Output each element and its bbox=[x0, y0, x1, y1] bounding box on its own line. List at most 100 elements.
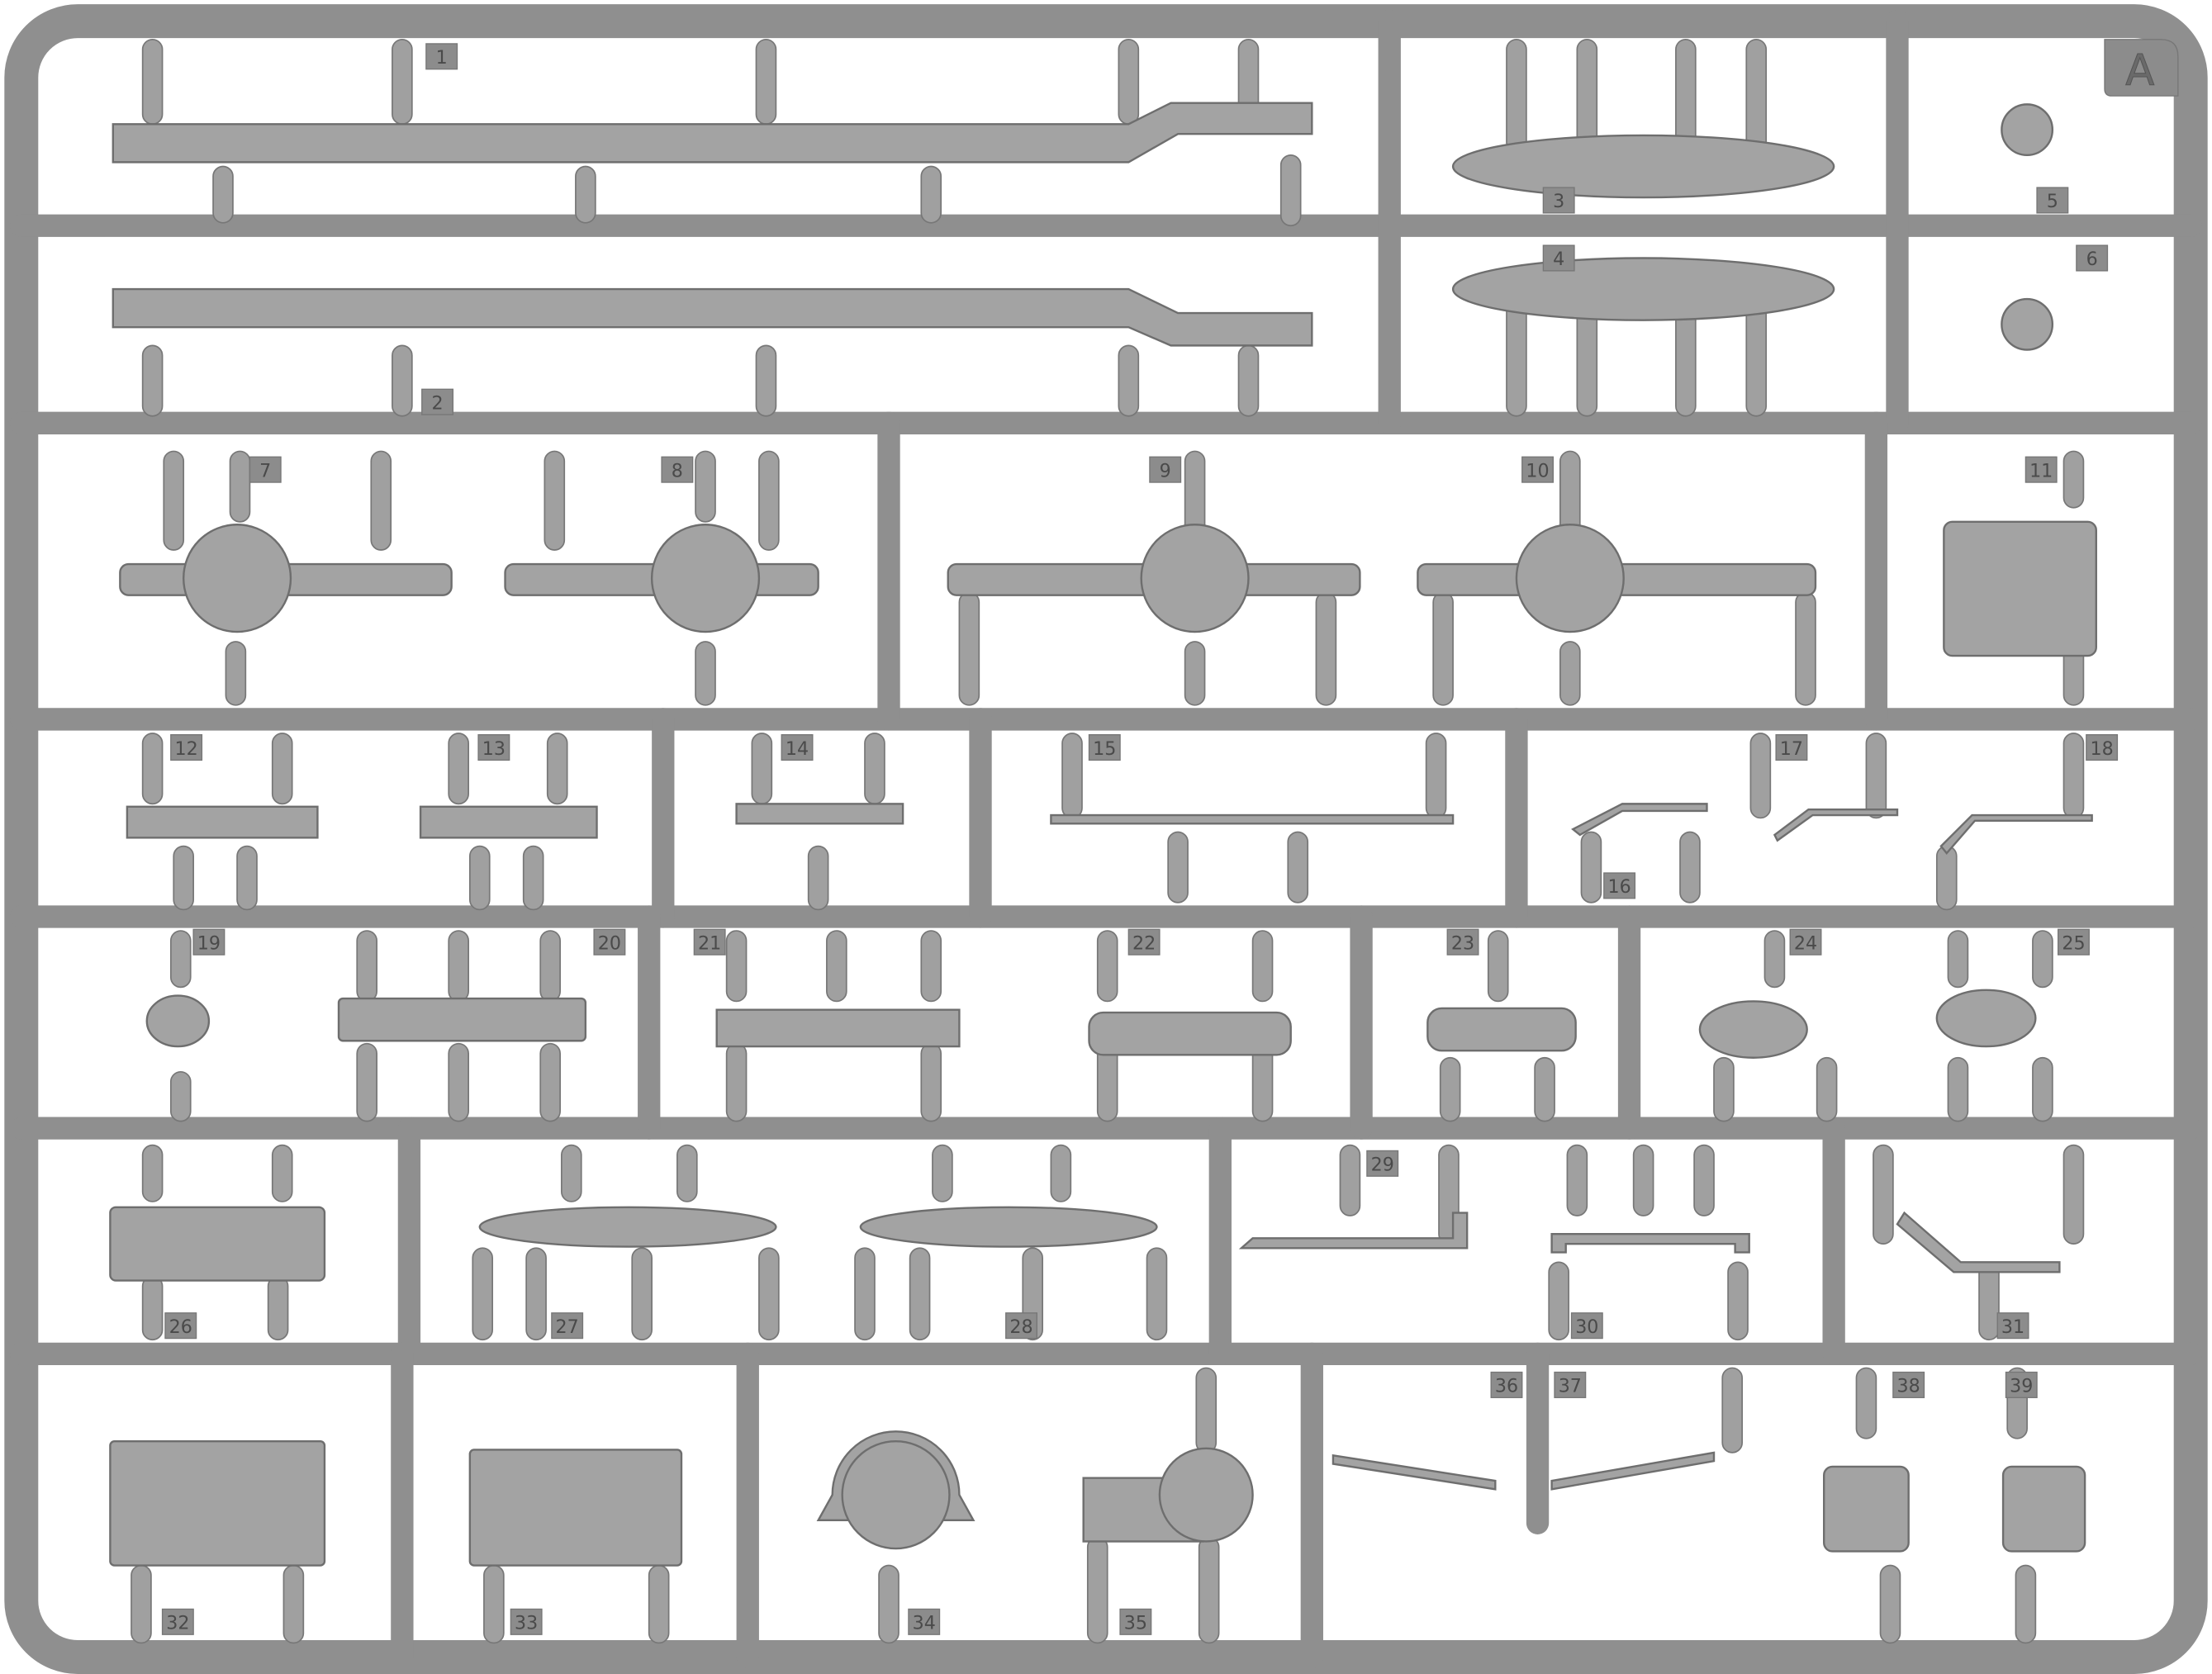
sprue-gate bbox=[1339, 1144, 1361, 1216]
sprue-gate bbox=[1118, 38, 1140, 126]
sprue-gate bbox=[539, 930, 561, 1003]
tag-plate bbox=[1446, 928, 1479, 956]
sprue-gate bbox=[1873, 1144, 1894, 1245]
part-number-tag: 9 bbox=[1149, 456, 1182, 483]
part-number: 6 bbox=[2086, 249, 2098, 270]
part-number: 38 bbox=[1897, 1376, 1920, 1397]
part-number: 20 bbox=[598, 932, 621, 954]
sprue-gate bbox=[225, 641, 247, 706]
part-number-tag: 36 bbox=[1490, 1371, 1523, 1398]
sprue-gate bbox=[807, 845, 829, 911]
part-number: 33 bbox=[515, 1613, 538, 1634]
tag-plate bbox=[510, 1608, 543, 1635]
tag-plate bbox=[2086, 734, 2119, 761]
sprue-gate bbox=[1745, 38, 1768, 154]
part-number: 7 bbox=[259, 460, 271, 481]
sprue-gate bbox=[2015, 1564, 2037, 1644]
sprue-gate bbox=[1167, 831, 1189, 903]
tag-plate bbox=[164, 1312, 197, 1340]
part-number-tag: 32 bbox=[161, 1608, 194, 1635]
sprue-gate bbox=[1315, 591, 1337, 706]
part-number-tag: 35 bbox=[1119, 1608, 1152, 1635]
tag-plate bbox=[1542, 244, 1575, 272]
part-number-tag: 7 bbox=[249, 456, 282, 483]
sprue-gate bbox=[1425, 733, 1447, 819]
part-number-tag: 23 bbox=[1446, 928, 1479, 956]
crossmember-13 bbox=[419, 805, 598, 839]
part-number-tag: 4 bbox=[1542, 244, 1575, 272]
part-number-tag: 2 bbox=[421, 388, 454, 415]
sprue-gate bbox=[755, 344, 777, 417]
sprue-gate bbox=[1439, 1056, 1461, 1122]
sprue-gate bbox=[1816, 1056, 1838, 1122]
sprue-gate bbox=[854, 1247, 876, 1341]
sprue-gate bbox=[758, 450, 780, 551]
part-number: 29 bbox=[1371, 1155, 1394, 1176]
sprue-gate bbox=[2062, 450, 2085, 509]
tag-plate bbox=[1542, 187, 1575, 214]
part-number: 28 bbox=[1009, 1316, 1032, 1338]
sprue-gate bbox=[1146, 1247, 1168, 1341]
part-number-tag: 26 bbox=[164, 1312, 197, 1340]
part-number: 12 bbox=[174, 738, 197, 760]
sprue-gate bbox=[648, 1564, 670, 1644]
tag-plate bbox=[249, 456, 282, 483]
sprue-gate bbox=[1534, 1056, 1555, 1122]
sprue-gate bbox=[544, 450, 566, 551]
part-number: 1 bbox=[436, 47, 448, 69]
housing-25 bbox=[1935, 989, 2037, 1048]
parts bbox=[109, 102, 2097, 1567]
part-number: 11 bbox=[2029, 460, 2053, 481]
sprue-gate bbox=[131, 1564, 152, 1644]
part-number-tag: 28 bbox=[1005, 1312, 1038, 1340]
leaf-spring-27 bbox=[478, 1206, 777, 1248]
tag-plate bbox=[2025, 456, 2058, 483]
hub-part-6 bbox=[2001, 297, 2054, 351]
tag-plate bbox=[1570, 1312, 1603, 1340]
tag-plate bbox=[192, 928, 225, 956]
sprue-gate bbox=[1184, 641, 1206, 706]
sprue-gate bbox=[356, 1042, 377, 1122]
part-number: 31 bbox=[2001, 1316, 2025, 1338]
part-number: 13 bbox=[482, 738, 506, 760]
leaf-spring-lower bbox=[1451, 257, 1835, 321]
radiator-11 bbox=[1943, 520, 2097, 657]
part-number: 14 bbox=[786, 738, 809, 760]
sprue-gate bbox=[1548, 1261, 1569, 1341]
part-number-tag: 18 bbox=[2086, 734, 2119, 761]
sprue-letter-tag: A bbox=[2104, 39, 2179, 97]
sprue-gate bbox=[2032, 930, 2053, 989]
sprue-gate bbox=[725, 1042, 748, 1122]
sprue-gate bbox=[1198, 1536, 1220, 1644]
sprue-gate bbox=[392, 38, 413, 126]
sprue-gate bbox=[1855, 1367, 1877, 1439]
part-number: 22 bbox=[1132, 932, 1156, 954]
part-number-tag: 17 bbox=[1775, 734, 1808, 761]
disc-35 bbox=[1158, 1447, 1254, 1543]
sprue-gate bbox=[1978, 1261, 2000, 1341]
tag-plate bbox=[1775, 734, 1808, 761]
tag-plate bbox=[1088, 734, 1121, 761]
sprue-gate bbox=[1279, 154, 1302, 227]
part-number-tag: 31 bbox=[1996, 1312, 2029, 1340]
tag-plate bbox=[1521, 456, 1555, 483]
sprue-gate bbox=[1195, 1367, 1218, 1453]
part-number-tag: 30 bbox=[1570, 1312, 1603, 1340]
sprue-gate bbox=[676, 1144, 698, 1202]
leaf-spring-upper bbox=[1451, 134, 1835, 199]
part-number-tag: 15 bbox=[1088, 734, 1121, 761]
sprue-gate bbox=[1749, 733, 1772, 819]
part-number-tag: 34 bbox=[908, 1608, 941, 1635]
part-number: 39 bbox=[2010, 1376, 2033, 1397]
oil-pan-26 bbox=[109, 1206, 326, 1282]
part-number: 21 bbox=[698, 932, 721, 954]
sprue-gate bbox=[1865, 733, 1887, 819]
runner-frame bbox=[4, 4, 2208, 1674]
sprue-gate bbox=[392, 344, 413, 417]
part-number: 30 bbox=[1575, 1316, 1598, 1338]
sprue-gate bbox=[1679, 831, 1701, 903]
sprue-gate bbox=[546, 733, 568, 805]
sprue-gate bbox=[695, 450, 716, 523]
chassis-rail-left bbox=[112, 102, 1313, 164]
